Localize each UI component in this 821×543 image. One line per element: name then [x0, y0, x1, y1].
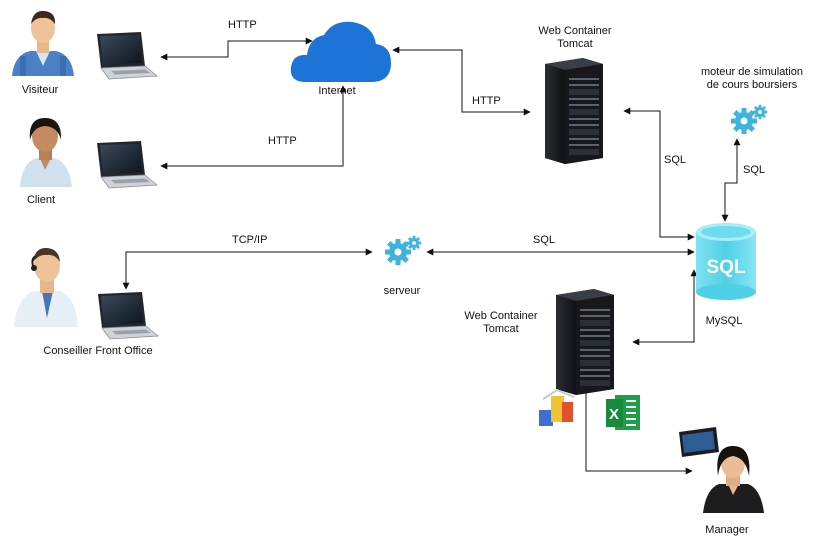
- tomcat1-subtitle: Tomcat: [557, 38, 593, 50]
- client-person-icon: [20, 118, 72, 187]
- link-tomcat1-mysql: [623, 107, 695, 241]
- serveur-gear-icon: [385, 235, 422, 265]
- internet-label: Internet: [318, 85, 356, 97]
- client-laptop-icon: [96, 140, 158, 189]
- sql-serveur-label: SQL: [533, 234, 556, 246]
- visiteur-label: Visiteur: [21, 84, 59, 96]
- internet-cloud-icon: [290, 21, 391, 82]
- manager-person-icon: [703, 446, 764, 513]
- tablet-icon: [679, 427, 719, 457]
- link-internet-tomcat1: [392, 46, 531, 116]
- chart-report-icon: [539, 388, 575, 426]
- sql-moteur-label: SQL: [743, 164, 766, 176]
- serveur-label: serveur: [383, 285, 421, 297]
- link-tomcat2-mysql: [632, 269, 698, 346]
- link-visiteur-internet: [160, 37, 313, 61]
- moteur-label-line1: moteur de simulation: [700, 66, 804, 78]
- sql-db-text: SQL: [706, 257, 745, 278]
- http-client-label: HTTP: [268, 135, 297, 147]
- http-visiteur-label: HTTP: [228, 19, 257, 31]
- conseiller-person-icon: [14, 247, 78, 327]
- link-conseiller-serveur: [122, 248, 373, 290]
- tomcat2-title: Web Container: [464, 310, 538, 322]
- mysql-database-icon: SQL: [696, 223, 756, 300]
- excel-icon: X: [606, 395, 640, 430]
- moteur-label-line2: de cours boursiers: [706, 79, 798, 91]
- sql-tomcat-label: SQL: [664, 154, 687, 166]
- link-client-internet: [160, 85, 347, 170]
- moteur-gear-icon: [731, 104, 768, 134]
- visiteur-laptop-icon: [96, 31, 158, 80]
- tomcat1-server-icon: [545, 58, 603, 164]
- client-label: Client: [26, 194, 56, 206]
- tomcat1-title: Web Container: [538, 25, 612, 37]
- tomcat2-server-icon: [556, 289, 614, 395]
- svg-text:X: X: [609, 406, 619, 423]
- tcp-ip-label: TCP/IP: [232, 234, 268, 246]
- http-tomcat-label: HTTP: [472, 95, 501, 107]
- conseiller-laptop-icon: [97, 291, 159, 340]
- visiteur-person-icon: [12, 10, 74, 76]
- conseiller-label: Conseiller Front Office: [43, 345, 153, 357]
- link-tomcat2-manager: [582, 382, 693, 475]
- mysql-label: MySQL: [705, 315, 743, 327]
- manager-label: Manager: [705, 524, 749, 536]
- link-moteur-mysql: [721, 138, 741, 222]
- tomcat2-subtitle: Tomcat: [483, 323, 519, 335]
